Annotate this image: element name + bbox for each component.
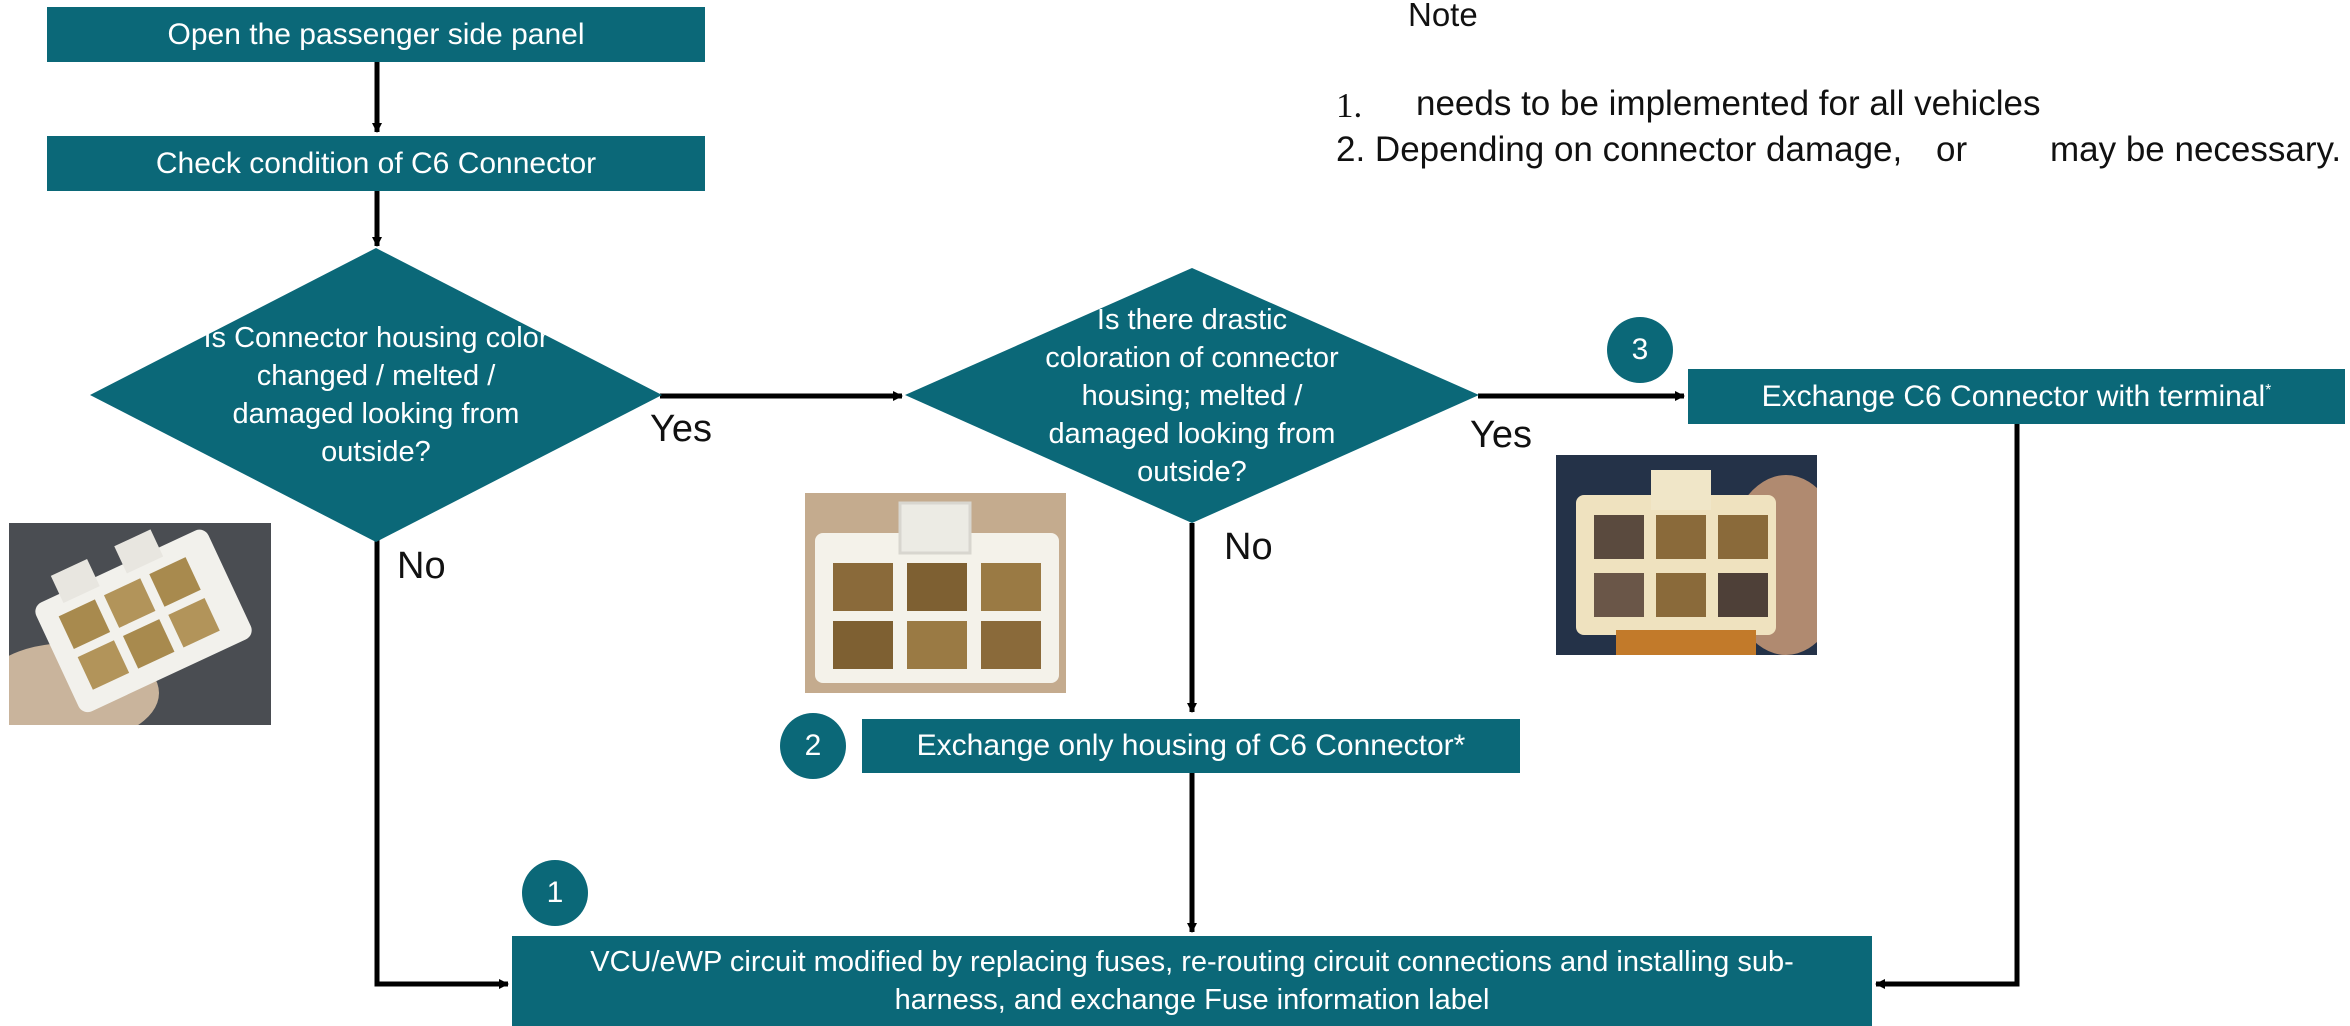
decision-connector-housing-text: Is Connector housing color changed / mel…: [203, 322, 549, 468]
arrow-decision1-no: [374, 540, 509, 989]
note-title: Note: [1408, 0, 1478, 33]
connector-photo-melted: [1556, 455, 1817, 655]
note-item1-text: needs to be implemented for all vehicles: [1416, 84, 2041, 123]
check-connector-text: Check condition of C6 Connector: [155, 146, 597, 180]
check-connector-box: Check condition of C6 Connector: [47, 136, 705, 191]
decision-connector-housing: Is Connector housing color changed / mel…: [90, 248, 662, 542]
open-panel-text: Open the passenger side panel: [167, 17, 585, 51]
no-label-2: No: [1224, 526, 1273, 568]
decision-drastic-coloration: Is there drastic coloration of connector…: [905, 268, 1479, 523]
decision-diamond-shape: [905, 268, 1479, 523]
exchange-housing-text: Exchange only housing of C6 Connector*: [916, 729, 1466, 763]
final-action-box: VCU/eWP circuit modified by replacing fu…: [512, 936, 1872, 1026]
exchange-connector-text: Exchange C6 Connector with terminal*: [1761, 379, 2272, 413]
arrow-exchange-to-final: [1875, 424, 2020, 989]
note-item2-start: 2. Depending on connector damage,: [1336, 130, 1903, 169]
connector-photo-intact: [9, 523, 271, 725]
note-item1-number: 1.: [1336, 86, 1363, 125]
final-action-line1: VCU/eWP circuit modified by replacing fu…: [590, 946, 1794, 978]
yes-label-2: Yes: [1470, 414, 1532, 456]
note-item2-end: may be necessary.: [2050, 130, 2342, 169]
step-3-badge: 3: [1607, 317, 1673, 383]
step-1-badge: 1: [522, 860, 588, 926]
decision-drastic-coloration-text: Is there drastic coloration of connector…: [1045, 303, 1339, 488]
exchange-housing-box: Exchange only housing of C6 Connector*: [862, 719, 1520, 773]
connector-photo-discolored: [805, 493, 1066, 693]
yes-label-1: Yes: [650, 408, 712, 450]
exchange-connector-box: Exchange C6 Connector with terminal*: [1688, 369, 2345, 424]
open-panel-box: Open the passenger side panel: [47, 7, 705, 62]
note-item2-or: or: [1936, 130, 1968, 169]
decision-diamond-shape: [90, 248, 662, 542]
step-2-badge: 2: [780, 713, 846, 779]
no-label-1: No: [397, 545, 446, 587]
final-action-line2: harness, and exchange Fuse information l…: [894, 984, 1490, 1016]
